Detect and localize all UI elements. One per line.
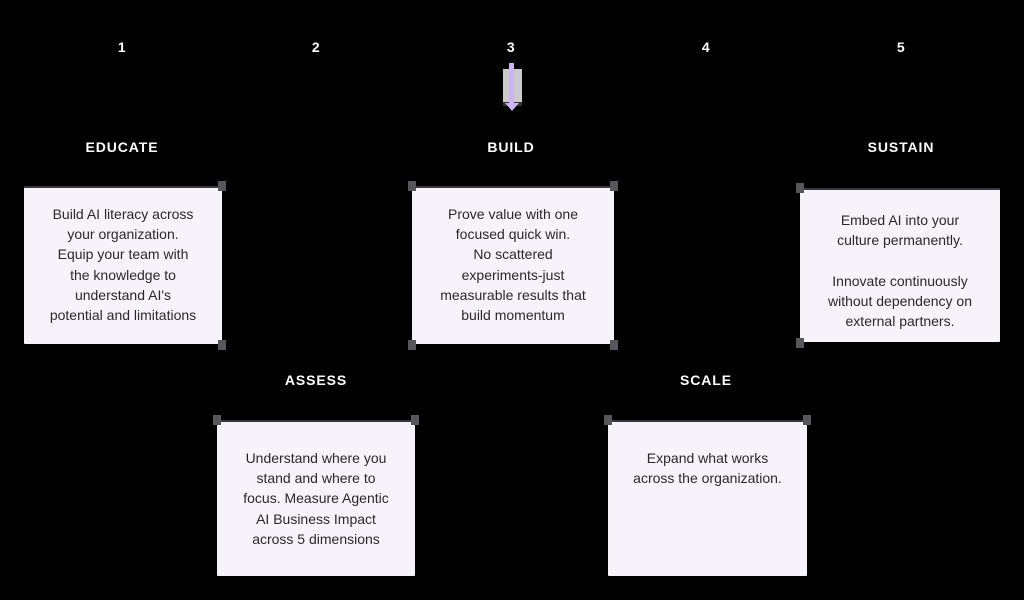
step-label-build: BUILD [487, 139, 535, 155]
step-label-sustain: SUSTAIN [867, 139, 935, 155]
card-text-build: Prove value with one focused quick win. … [440, 206, 586, 324]
resize-handle[interactable] [610, 340, 618, 350]
scroll-down-arrow-icon-shaft [509, 63, 514, 104]
step-card-scale[interactable]: Expand what works across the organizatio… [604, 415, 811, 576]
card-text-sustain: Embed AI into your culture permanently. … [828, 212, 972, 330]
card-text-assess: Understand where you stand and where to … [243, 450, 389, 547]
step-label-educate: EDUCATE [85, 139, 159, 155]
resize-handle[interactable] [218, 181, 226, 191]
resize-handle[interactable] [604, 415, 612, 425]
step-label-assess: ASSESS [284, 372, 348, 388]
resize-handle[interactable] [796, 338, 804, 348]
card-text-scale: Expand what works across the organizatio… [633, 450, 782, 487]
card-text-educate: Build AI literacy across your organizati… [49, 206, 197, 324]
step-number-2: 2 [311, 39, 321, 55]
resize-handle[interactable] [796, 183, 804, 193]
resize-handle[interactable] [408, 181, 416, 191]
resize-handle[interactable] [408, 340, 416, 350]
resize-handle[interactable] [411, 415, 419, 425]
step-number-3: 3 [506, 39, 516, 55]
resize-handle[interactable] [803, 415, 811, 425]
resize-handle[interactable] [213, 415, 221, 425]
step-label-scale: SCALE [680, 372, 732, 388]
step-number-4: 4 [701, 39, 711, 55]
step-card-educate[interactable]: Build AI literacy across your organizati… [24, 181, 226, 350]
step-number-5: 5 [896, 39, 906, 55]
step-card-sustain[interactable]: Embed AI into your culture permanently. … [796, 183, 1000, 348]
resize-handle[interactable] [610, 181, 618, 191]
step-card-assess[interactable]: Understand where you stand and where to … [213, 415, 419, 576]
resize-handle[interactable] [218, 340, 226, 350]
step-number-1: 1 [117, 39, 127, 55]
scroll-down-arrow-icon-head [505, 103, 519, 111]
step-card-build[interactable]: Prove value with one focused quick win. … [408, 181, 618, 350]
